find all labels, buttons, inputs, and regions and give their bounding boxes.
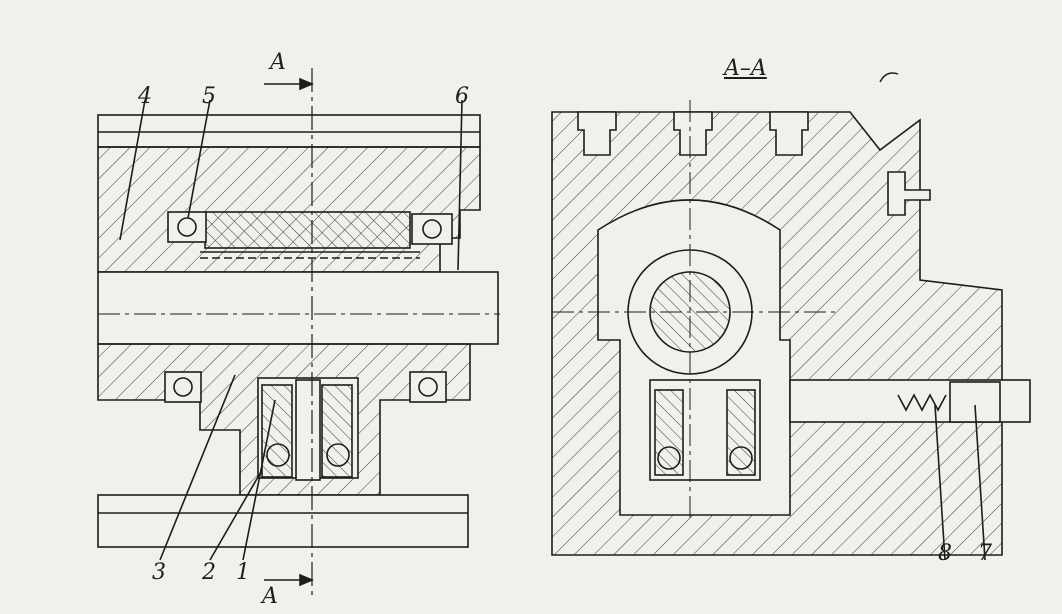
spring-8 [897,393,947,412]
section-letter-top: A [270,50,286,75]
callout-6: 6 [455,84,469,109]
callout-4: 4 [138,84,152,109]
bearing-5 [167,211,207,243]
shaft [97,271,499,345]
callout-5: 5 [202,84,216,109]
callout-3: 3 [152,560,166,585]
bearing-6 [411,213,453,245]
bearing-lower-left [164,371,202,403]
bottom-plate [97,494,469,548]
bearing-lower-right [409,371,447,403]
top-rail [97,114,481,148]
nut-body [204,211,411,249]
callout-7: 7 [978,541,992,566]
section-letter-bottom: A [262,584,278,609]
callout-8: 8 [938,541,952,566]
upper-housing [97,146,481,273]
callout-1: 1 [236,560,250,585]
right-view [551,72,1031,561]
callout-2: 2 [202,560,216,585]
left-view [97,68,500,595]
section-title: A–A [724,56,767,81]
